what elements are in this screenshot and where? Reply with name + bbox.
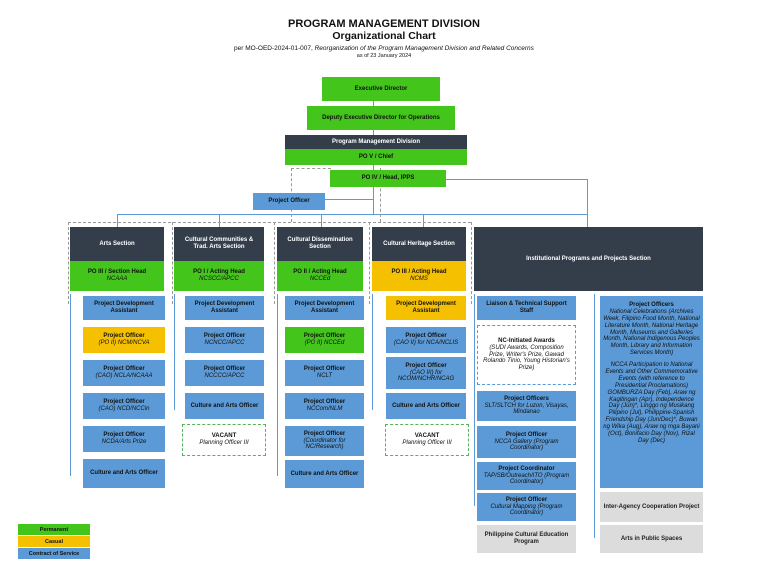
ipps-nc-awards: NC-Initiated Awards(SUDI Awards, Composi… xyxy=(477,325,576,385)
ipps-po-celebrations: Project Officers National Celebrations (… xyxy=(600,296,703,488)
cds-po-ncced: Project Officer(PO II) NCCEd xyxy=(285,327,364,353)
legend-permanent: Permanent xyxy=(18,524,90,535)
section-spine xyxy=(474,294,475,506)
po4-head-ipps-box: PO IV / Head, IPPS xyxy=(330,170,446,187)
dashed-guide xyxy=(68,222,69,304)
project-officer-top-box: Project Officer xyxy=(253,193,325,210)
cds-po-research: Project Officer(Coordinator for NC/Resea… xyxy=(285,426,364,456)
connector xyxy=(219,214,220,227)
executive-director-box: Executive Director xyxy=(322,77,440,101)
chs-po-ncom: Project Officer(CAO III) for NCOM/NCHR/N… xyxy=(386,357,466,389)
cds-pda: Project Development Assistant xyxy=(285,296,364,320)
dashed-guide xyxy=(291,168,331,169)
pmd-header: Program Management Division xyxy=(285,135,467,149)
section-spine xyxy=(594,294,595,538)
connector xyxy=(446,179,587,180)
connector xyxy=(117,214,587,215)
section-spine xyxy=(372,294,373,410)
page-title: PROGRAM MANAGEMENT DIVISION xyxy=(288,18,480,30)
as-of-date: as of 23 January 2024 xyxy=(356,53,412,59)
dashed-guide xyxy=(369,222,370,304)
connector xyxy=(302,199,373,200)
arts-pda: Project Development Assistant xyxy=(83,296,165,320)
chs-po-nca: Project Officer(CAO II) for NCA/NCLIS xyxy=(386,327,466,353)
dashed-guide xyxy=(274,222,275,304)
dashed-guide xyxy=(471,222,472,304)
arts-section-header: Arts Section xyxy=(70,227,164,261)
ipps-liaison: Liaison & Technical Support Staff xyxy=(477,296,576,320)
cds-cao: Culture and Arts Officer xyxy=(285,460,364,488)
page-subtitle: Organizational Chart xyxy=(332,30,436,42)
ipps-pcep: Philippine Cultural Education Program xyxy=(477,525,576,553)
ipps-arts-public-spaces: Arts in Public Spaces xyxy=(600,525,703,553)
chs-section-header: Cultural Heritage Section xyxy=(372,227,466,261)
legend-casual: Casual xyxy=(18,536,90,547)
arts-po-ncla: Project Officer(CAO) NCLA/NCAAA xyxy=(83,360,165,386)
ccta-pda: Project Development Assistant xyxy=(185,296,264,320)
ipps-inter-agency: Inter-Agency Cooperation Project xyxy=(600,492,703,522)
arts-po-ncm: Project Officer(PO II) NCM/NCVA xyxy=(83,327,165,353)
deputy-director-box: Deputy Executive Director for Operations xyxy=(307,106,455,130)
dashed-guide xyxy=(68,222,471,223)
connector xyxy=(373,179,374,214)
dashed-guide xyxy=(380,168,381,222)
section-spine xyxy=(174,294,175,410)
arts-po-ncd: Project Officer(CAO) NCD/NCCin xyxy=(83,393,165,419)
section-spine xyxy=(277,294,278,476)
connector xyxy=(117,214,118,227)
ipps-section-header: Institutional Programs and Projects Sect… xyxy=(474,227,703,291)
reference-line: per MO-OED-2024-01-007, Reorganization o… xyxy=(234,45,534,52)
chs-cao: Culture and Arts Officer xyxy=(386,393,466,419)
ccta-section-header: Cultural Communities & Trad. Arts Sectio… xyxy=(174,227,264,261)
po5-chief-box: PO V / Chief xyxy=(285,149,467,165)
ccta-cao: Culture and Arts Officer xyxy=(185,393,264,419)
chs-pda: Project Development Assistant xyxy=(386,296,466,320)
section-spine xyxy=(70,294,71,476)
legend-contract-of-service: Contract of Service xyxy=(18,548,90,559)
connector xyxy=(321,214,322,227)
dashed-guide xyxy=(172,222,173,304)
arts-cao: Culture and Arts Officer xyxy=(83,459,165,488)
connector xyxy=(587,179,588,227)
cds-section-header: Cultural Dissemination Section xyxy=(277,227,363,261)
connector xyxy=(423,214,424,227)
